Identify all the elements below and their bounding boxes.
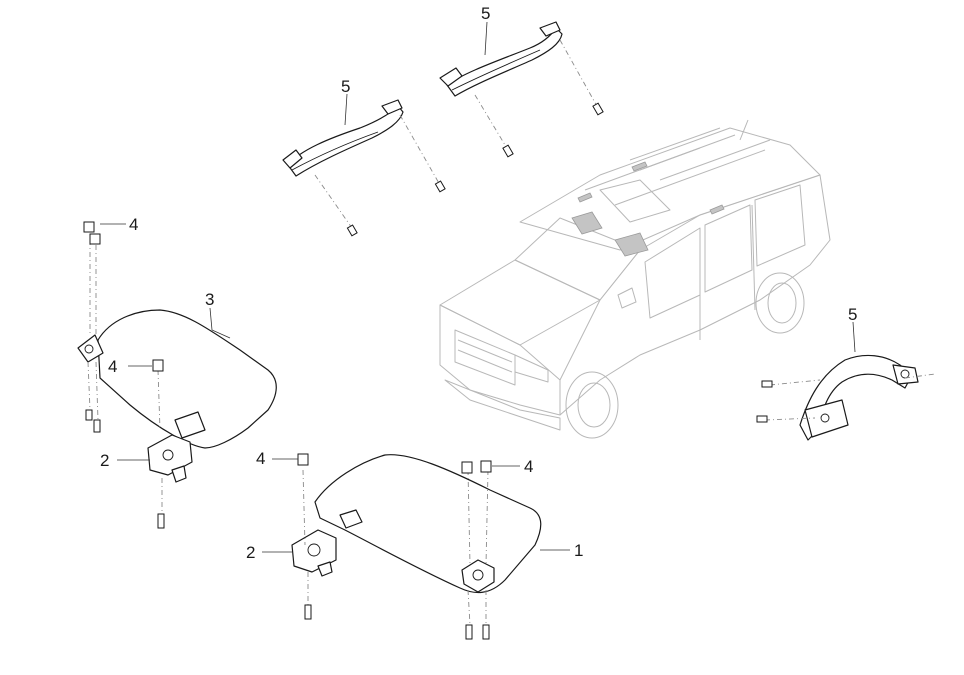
callout-part-4: 4 xyxy=(129,215,138,234)
screw-icon xyxy=(761,380,773,388)
screw-icon xyxy=(346,224,358,237)
callout-part-2: 2 xyxy=(100,451,109,470)
callout-labels: 4 3 4 2 4 2 4 1 5 5 5 xyxy=(100,4,857,562)
clip-icon xyxy=(297,453,309,466)
screw-icon xyxy=(157,513,165,529)
sun-visor-right xyxy=(314,454,542,640)
callout-part-5: 5 xyxy=(341,77,350,96)
clip-icon xyxy=(461,461,473,474)
screw-icon xyxy=(482,624,490,640)
callout-part-4: 4 xyxy=(108,357,117,376)
vehicle-outline xyxy=(439,119,831,439)
screw-icon xyxy=(85,409,93,421)
callout-part-4: 4 xyxy=(524,457,533,476)
screw-icon xyxy=(465,624,473,640)
callout-part-2: 2 xyxy=(246,543,255,562)
visor-mount-left xyxy=(147,434,193,529)
callout-part-1: 1 xyxy=(574,541,583,560)
clip-parts xyxy=(83,221,492,474)
callout-part-3: 3 xyxy=(205,290,214,309)
clip-icon xyxy=(89,233,101,245)
grab-handle-left xyxy=(282,99,446,237)
callout-part-5: 5 xyxy=(481,4,490,23)
screw-icon xyxy=(502,144,514,158)
screw-icon xyxy=(304,604,312,620)
screw-icon xyxy=(93,419,101,433)
sun-visor-left xyxy=(77,240,277,449)
leader-lines xyxy=(100,21,856,553)
screw-icon xyxy=(592,102,604,116)
clip-icon xyxy=(152,359,164,372)
visor-mount-right xyxy=(291,469,337,620)
grab-handle-top xyxy=(439,21,604,158)
callout-part-4: 4 xyxy=(256,449,265,468)
screw-icon xyxy=(756,415,768,423)
clip-icon xyxy=(83,221,95,233)
callout-part-5: 5 xyxy=(848,305,857,324)
clip-icon xyxy=(480,460,492,473)
screw-icon xyxy=(434,180,446,193)
grab-handle-right xyxy=(756,354,936,441)
